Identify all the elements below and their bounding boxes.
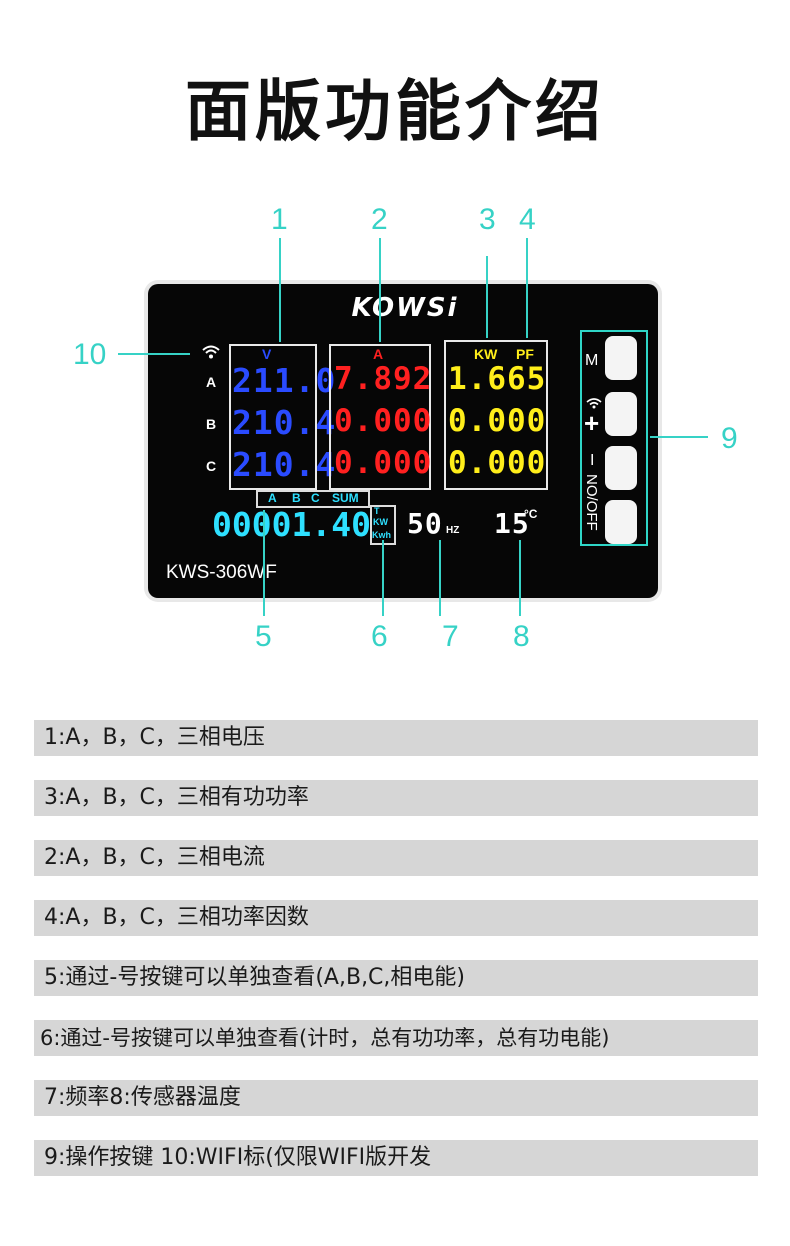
callout-2: 2 [371, 203, 388, 236]
minus-button[interactable] [605, 446, 637, 490]
callout-lines [118, 238, 708, 616]
voltage-panel [229, 344, 317, 490]
temperature-value: 15 [494, 507, 530, 540]
temperature-unit: °C [524, 507, 538, 521]
frequency-unit: HZ [446, 525, 460, 536]
description-row: 3:A，B，C，三相有功功率 [34, 780, 758, 816]
energy-tab-bar [256, 490, 370, 508]
callout-10: 10 [73, 338, 107, 371]
voltage-header: V [262, 346, 272, 362]
callout-4: 4 [519, 203, 536, 236]
plus-button-label: + [584, 408, 600, 438]
voltage-a-value: 211.0 [232, 361, 337, 400]
unit-kwh: Kwh [372, 530, 391, 540]
callout-6: 6 [371, 620, 388, 653]
callout-5: 5 [255, 620, 272, 653]
power-kw-header: KW [474, 346, 498, 362]
energy-tab-a: A [268, 491, 277, 505]
phase-label-b: B [206, 416, 217, 432]
m-button[interactable] [605, 336, 637, 380]
description-row: 7:频率8:传感器温度 [34, 1080, 758, 1116]
power-a-value: 1.665 [448, 361, 547, 397]
voltage-c-value: 210.4 [232, 445, 337, 484]
energy-tab-b: B [292, 491, 301, 505]
callout-7: 7 [442, 620, 459, 653]
energy-value: 00001.40 [212, 505, 371, 544]
unit-kw: KW [373, 517, 388, 527]
frequency-value: 50 [407, 507, 443, 540]
power-b-value: 0.000 [448, 403, 547, 439]
power-panel [444, 340, 548, 490]
callout-8: 8 [513, 620, 530, 653]
power-c-value: 0.000 [448, 445, 547, 481]
wifi-small-icon [586, 398, 602, 409]
current-b-value: 0.000 [334, 403, 433, 439]
callout-3: 3 [479, 203, 496, 236]
brand-logo: KOWSi [351, 293, 459, 323]
callout-9: 9 [721, 422, 738, 455]
wifi-icon [202, 345, 220, 359]
phase-label-c: C [206, 458, 217, 474]
model-label: KWS-306WF [166, 562, 277, 583]
current-panel [329, 344, 431, 490]
page-title: 面版功能介绍 [185, 73, 605, 150]
voltage-b-value: 210.4 [232, 403, 337, 442]
current-c-value: 0.000 [334, 445, 433, 481]
m-button-label: M [585, 352, 599, 369]
onoff-button[interactable] [605, 500, 637, 544]
current-header: A [373, 346, 384, 362]
phase-label-a: A [206, 374, 217, 390]
description-row: 5:通过-号按键可以单独查看(A,B,C,相电能) [34, 960, 758, 996]
power-pf-header: PF [516, 346, 534, 362]
description-row: 9:操作按键 10:WIFI标(仅限WIFI版开发 [34, 1140, 758, 1176]
minus-button-label: I [590, 452, 595, 469]
button-panel [580, 330, 648, 546]
unit-t: T [374, 506, 380, 516]
meter-device [148, 284, 658, 598]
description-row: 6:通过-号按键可以单独查看(计时，总有功功率，总有功电能) [34, 1020, 758, 1056]
callout-1: 1 [271, 203, 288, 236]
plus-button[interactable] [605, 392, 637, 436]
energy-tab-c: C [311, 491, 320, 505]
description-row: 2:A，B，C，三相电流 [34, 840, 758, 876]
description-row: 1:A，B，C，三相电压 [34, 720, 758, 756]
current-a-value: 7.892 [334, 361, 433, 397]
description-row: 4:A，B，C，三相功率因数 [34, 900, 758, 936]
energy-tab-sum: SUM [332, 491, 359, 505]
